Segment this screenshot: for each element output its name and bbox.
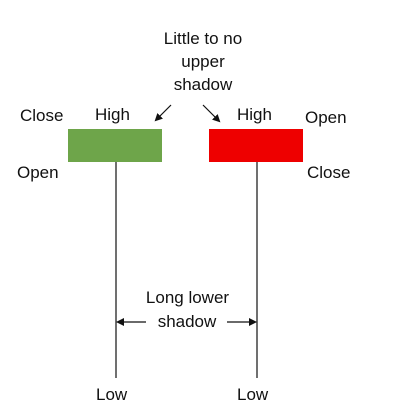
- right-candle-open-label: Open: [305, 108, 347, 127]
- long-lower-shadow-line2: shadow: [157, 312, 217, 331]
- upper-shadow-annotation-line1: Little to no: [163, 29, 243, 48]
- right-candle-body: [209, 129, 303, 162]
- right-candle-low-label: Low: [237, 385, 269, 404]
- arrow-to-left-candle: [154, 104, 172, 122]
- upper-shadow-annotation-line2: upper: [181, 52, 225, 71]
- long-lower-shadow-line1: Long lower: [145, 288, 230, 307]
- left-candle-close-label: Close: [20, 106, 64, 125]
- right-candle-high-label: High: [237, 105, 272, 124]
- upper-shadow-annotation-line3: shadow: [173, 75, 233, 94]
- left-candle-high-label: High: [95, 105, 130, 124]
- left-candle-open-label: Open: [17, 163, 59, 182]
- left-candle-body: [68, 129, 162, 162]
- arrow-to-right-candle: [202, 104, 221, 123]
- right-candle-close-label: Close: [307, 163, 351, 182]
- left-candle-low-label: Low: [96, 385, 128, 404]
